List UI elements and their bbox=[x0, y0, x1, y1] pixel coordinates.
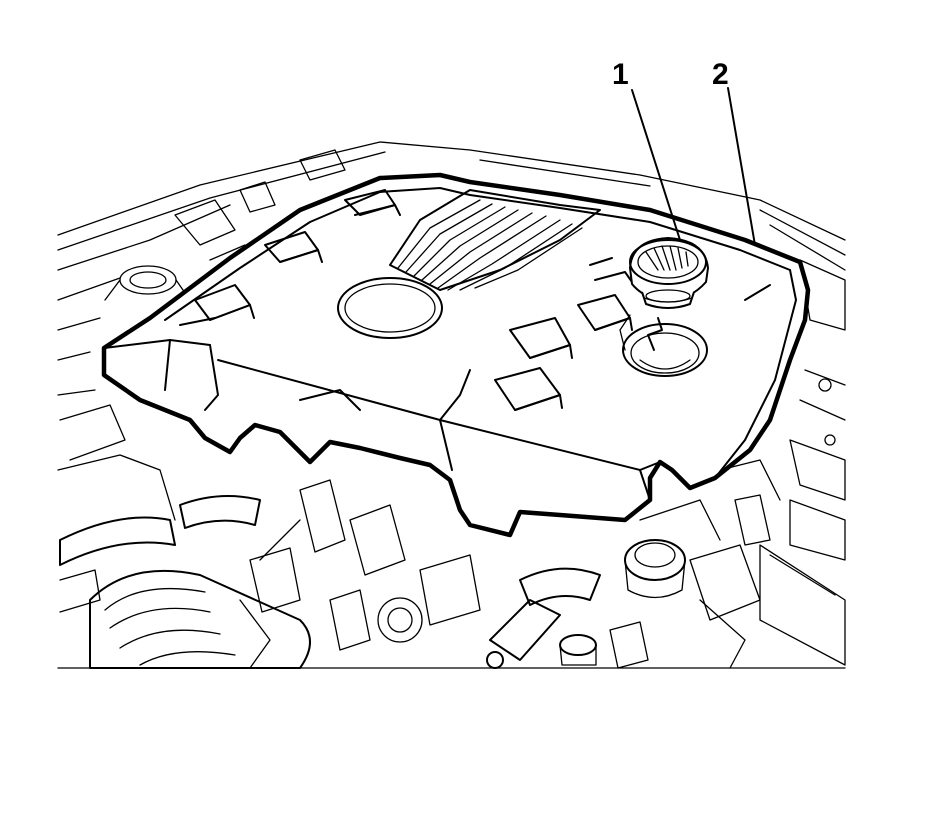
callout-number-2: 2 bbox=[712, 58, 729, 91]
engine-bay-background bbox=[57, 141, 846, 669]
engine-cover-icon bbox=[101, 172, 811, 538]
leader-line-2 bbox=[727, 87, 756, 246]
callout-leaders bbox=[631, 87, 756, 246]
leader-line-1 bbox=[631, 89, 681, 241]
oil-filler-cap-icon bbox=[629, 237, 709, 351]
callout-number-1: 1 bbox=[612, 58, 629, 91]
